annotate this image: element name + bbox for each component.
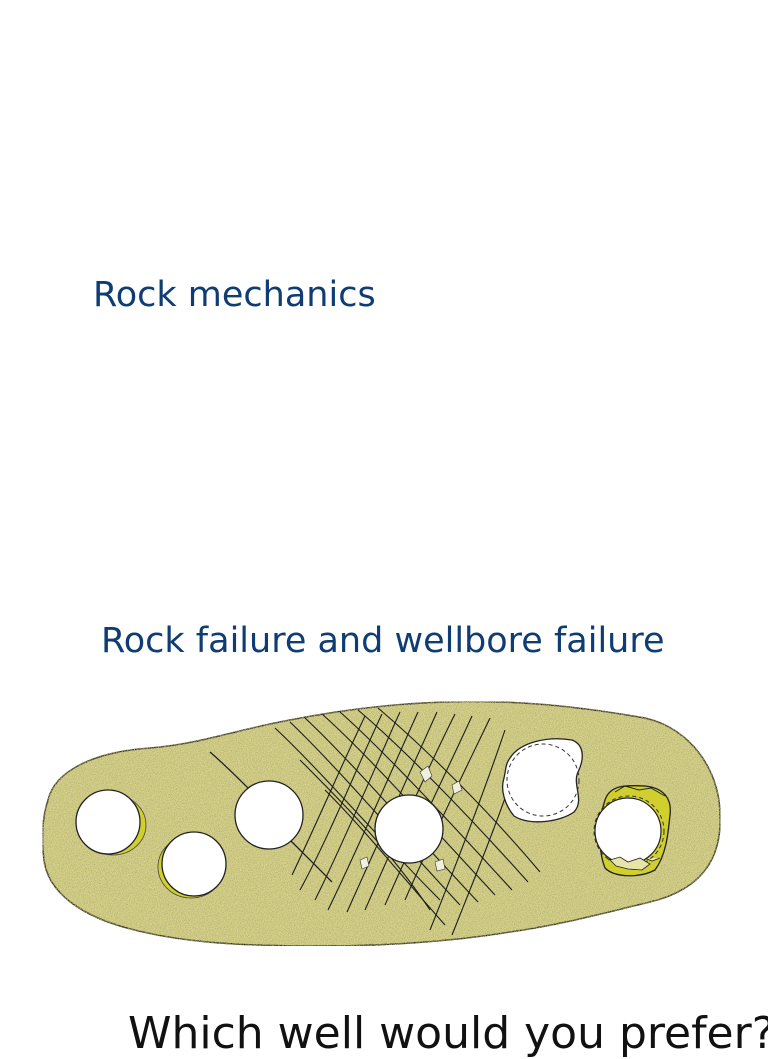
borehole-collapsed xyxy=(593,785,671,877)
borehole-breakout-left xyxy=(75,789,147,856)
wellbore-failure-diagram xyxy=(41,700,721,947)
borehole-shear-fractures xyxy=(234,780,304,850)
slide-bottom-text: Which well would you prefer? xyxy=(128,1008,768,1059)
borehole-washout xyxy=(501,738,583,823)
slide-title-rock-failure: Rock failure and wellbore failure xyxy=(101,621,665,661)
borehole-breakout-small xyxy=(157,831,227,899)
crushed-fragments xyxy=(359,765,463,872)
borehole-intense-fracturing xyxy=(374,794,444,864)
fracture-lines-hole3 xyxy=(209,751,333,883)
slide-title-rock-mechanics: Rock mechanics xyxy=(93,275,376,315)
